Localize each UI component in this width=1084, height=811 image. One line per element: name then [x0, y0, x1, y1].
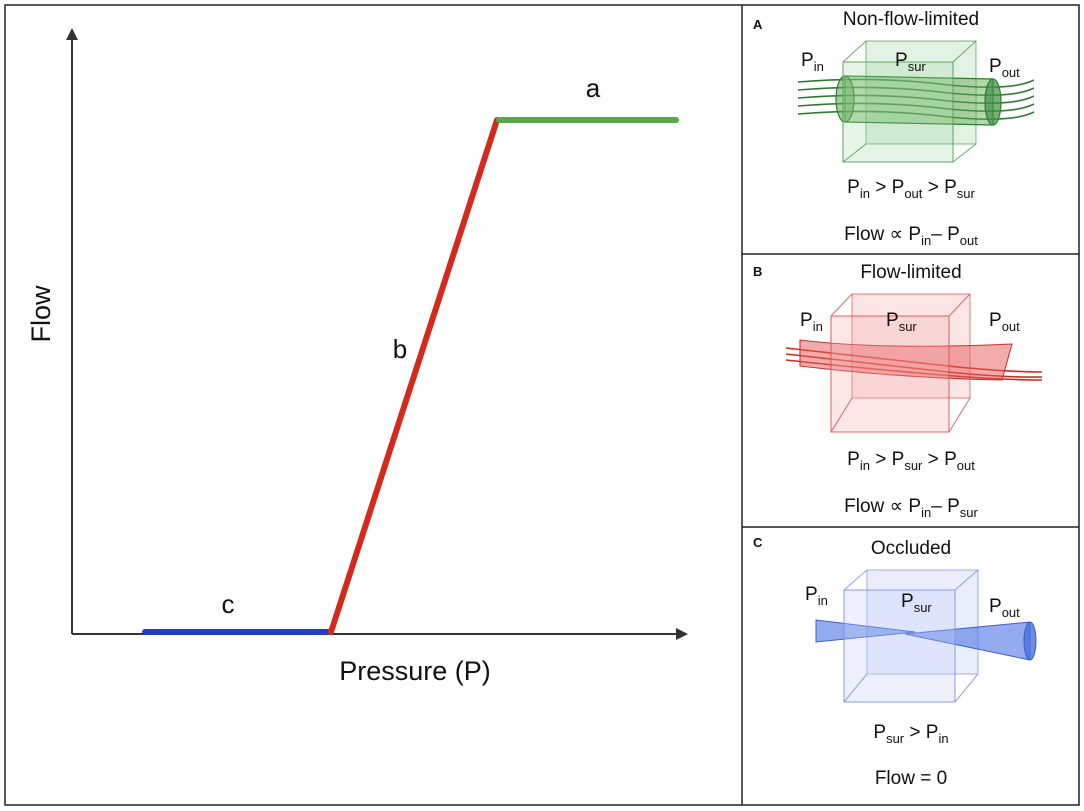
- y-axis-label: Flow: [26, 285, 56, 343]
- cube-back-face: [865, 40, 977, 145]
- segment-b-label: b: [393, 334, 407, 364]
- cube-edges: [842, 40, 977, 163]
- panel-a-pressure-relation: Pin > Pout > Psur: [847, 177, 975, 201]
- panel-b-pin-label: Pin: [800, 310, 823, 334]
- panel-c-title: Occluded: [871, 538, 951, 559]
- vessel-inlet: [835, 75, 855, 123]
- vessel-outlet: [1023, 621, 1037, 661]
- panel-b-psur-label: Psur: [886, 310, 917, 334]
- panel-c-flow-relation: Flow = 0: [875, 768, 947, 789]
- panel-c: C Occluded Pin Psur Pout Psur > Pin Flow…: [753, 535, 1037, 789]
- panel-c-letter: C: [753, 535, 763, 550]
- cube-edges: [843, 569, 979, 703]
- vessel-diagram-c: [815, 569, 1037, 703]
- panel-a-title: Non-flow-limited: [843, 9, 979, 30]
- panel-b-pressure-relation: Pin > Psur > Pout: [847, 449, 975, 473]
- panel-a-pin-label: Pin: [801, 50, 824, 74]
- segment-c-label: c: [222, 589, 235, 619]
- cube-front-face: [842, 61, 954, 163]
- cube-back-face: [866, 569, 979, 675]
- vessel-diagram-b: [785, 293, 1043, 433]
- panel-b-pout-label: Pout: [989, 310, 1020, 334]
- panel-a-psur-label: Psur: [895, 50, 926, 74]
- panel-a: A Non-flow-limited Pin Psur Pout Pin >: [753, 9, 1035, 248]
- panel-c-psur-label: Psur: [901, 591, 932, 615]
- figure-frame: [4, 4, 1080, 806]
- panel-c-pin-label: Pin: [805, 584, 828, 608]
- vessel-tube-collapsing: [799, 339, 1013, 381]
- vessel-diagram-a: [797, 40, 1035, 163]
- segment-a-label: a: [586, 73, 601, 103]
- panel-b: B Flow-limited Pin Psur Pout Pin > Psur …: [753, 262, 1043, 520]
- cube-front-face: [830, 315, 950, 433]
- vessel-tube-inlet-cone: [815, 619, 916, 643]
- panel-b-title: Flow-limited: [860, 262, 961, 283]
- cube-edges: [830, 293, 971, 433]
- panel-c-pout-label: Pout: [989, 596, 1020, 620]
- panel-b-letter: B: [753, 264, 762, 279]
- x-axis-label: Pressure (P): [339, 656, 491, 686]
- panel-b-flow-relation: Flow ∝ Pin– Psur: [844, 496, 978, 520]
- cube-front-face: [843, 589, 956, 703]
- vessel-outlet: [984, 78, 1002, 126]
- panel-c-pressure-relation: Psur > Pin: [873, 722, 948, 746]
- segment-b-line: [328, 117, 500, 635]
- panel-a-letter: A: [753, 17, 763, 32]
- panel-a-flow-relation: Flow ∝ Pin– Pout: [844, 224, 978, 248]
- panel-a-pout-label: Pout: [989, 56, 1020, 80]
- flow-pressure-graph: Flow Pressure (P) a b c: [26, 28, 688, 686]
